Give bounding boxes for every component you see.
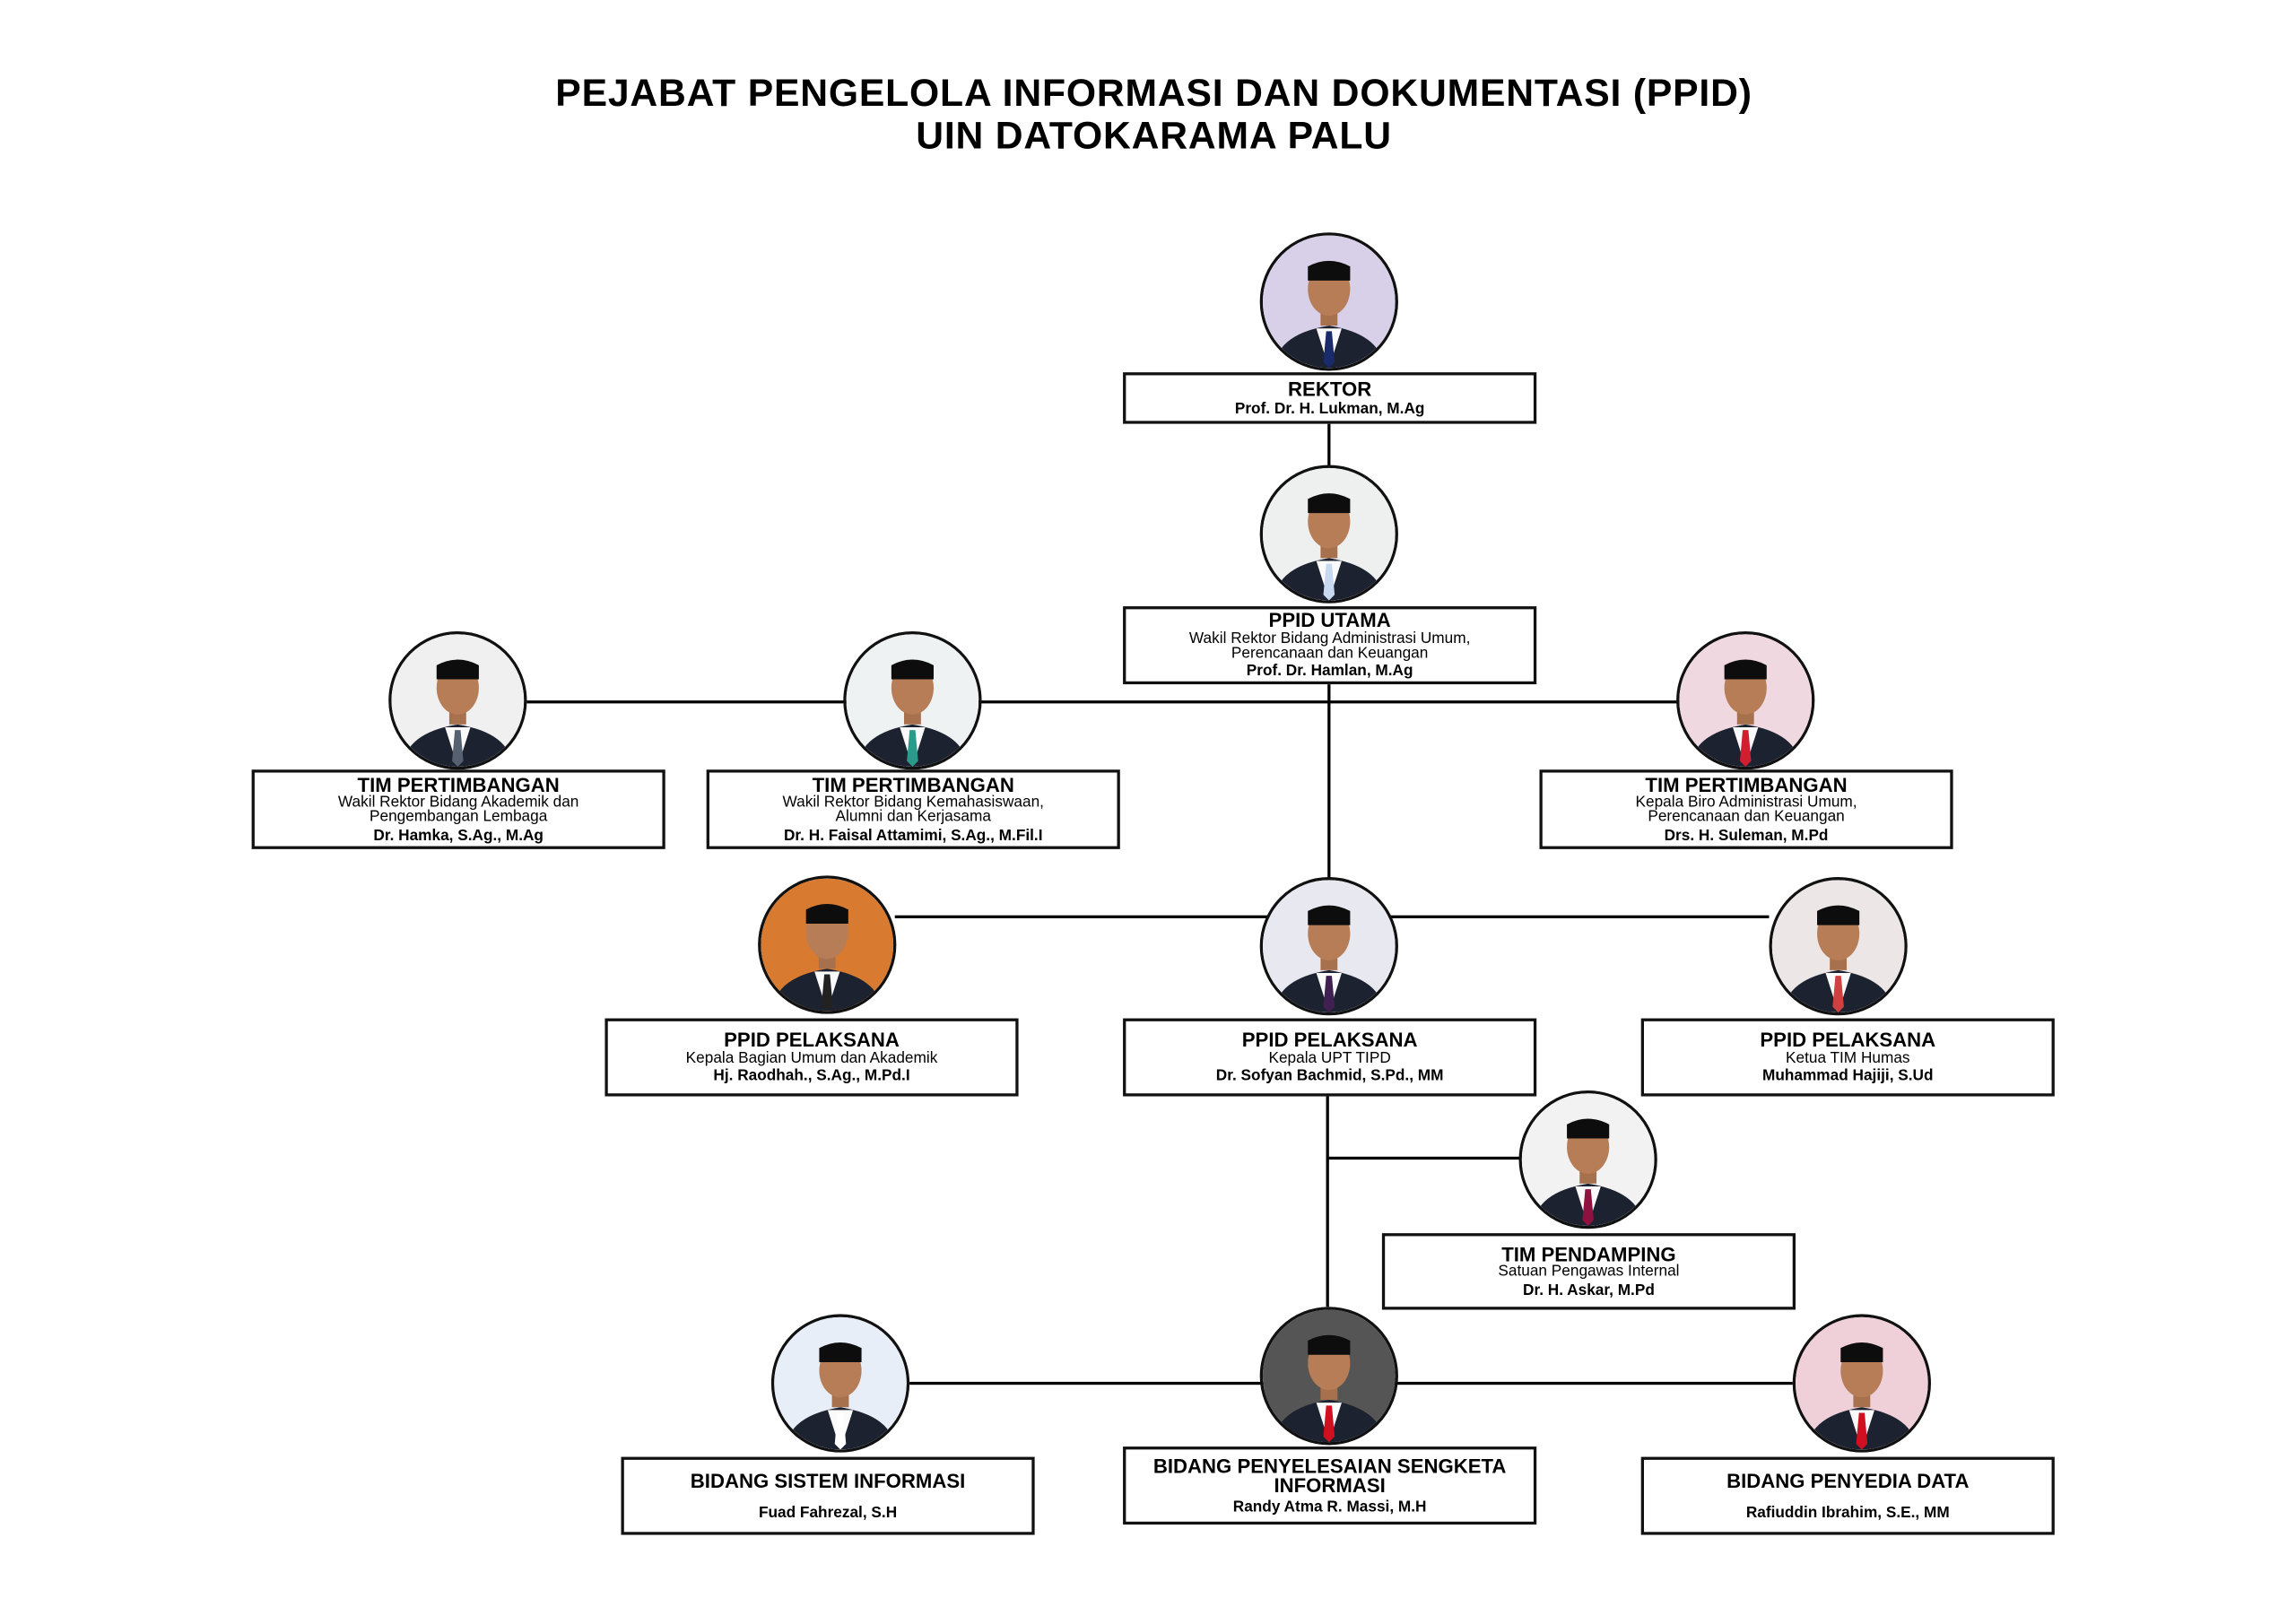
portrait-pp2 bbox=[1259, 877, 1398, 1016]
node-role: PPID UTAMA bbox=[1268, 609, 1391, 632]
portrait-tp2 bbox=[843, 630, 982, 770]
node-role: PPID PELAKSANA bbox=[724, 1029, 900, 1051]
node-person-name: Dr. Hamka, S.Ag., M.Ag bbox=[373, 827, 544, 845]
node-description: Kepala UPT TIPD bbox=[1268, 1048, 1391, 1066]
person-photo-icon bbox=[846, 634, 979, 767]
chart-title-line1: PEJABAT PENGELOLA INFORMASI DAN DOKUMENT… bbox=[555, 70, 1752, 115]
node-person-name: Dr. Sofyan Bachmid, S.Pd., MM bbox=[1215, 1067, 1444, 1086]
node-role: TIM PERTIMBANGAN bbox=[357, 773, 560, 796]
person-photo-icon bbox=[1796, 1316, 1928, 1450]
person-photo-icon bbox=[1262, 880, 1396, 1013]
node-box-b3: BIDANG PENYEDIA DATA Rafiuddin Ibrahim, S… bbox=[1640, 1456, 2055, 1535]
node-person-name: Prof. Dr. Hamlan, M.Ag bbox=[1246, 663, 1413, 681]
portrait-utama bbox=[1259, 465, 1398, 604]
connector bbox=[526, 700, 1682, 704]
portrait-tp1 bbox=[388, 630, 527, 770]
node-description: Kepala Biro Administrasi Umum, Perencana… bbox=[1635, 793, 1857, 826]
person-photo-icon bbox=[774, 1316, 907, 1450]
portrait-rektor bbox=[1259, 232, 1398, 371]
node-role: TIM PENDAMPING bbox=[1501, 1242, 1676, 1265]
person-photo-icon bbox=[761, 878, 894, 1012]
portrait-pendamping bbox=[1518, 1090, 1657, 1229]
node-description: Kepala Bagian Umum dan Akademik bbox=[685, 1048, 938, 1066]
person-photo-icon bbox=[391, 634, 525, 767]
node-role: TIM PERTIMBANGAN bbox=[1645, 773, 1848, 796]
node-description: Satuan Pengawas Internal bbox=[1498, 1263, 1680, 1281]
node-role: PPID PELAKSANA bbox=[1760, 1029, 1936, 1051]
connector bbox=[1326, 1156, 1521, 1160]
node-person-name: Randy Atma R. Massi, M.H bbox=[1232, 1498, 1427, 1516]
node-description: Wakil Rektor Bidang Administrasi Umum, P… bbox=[1188, 629, 1471, 662]
node-person-name: Rafiuddin Ibrahim, S.E., MM bbox=[1745, 1504, 1950, 1522]
node-role: BIDANG PENYEDIA DATA bbox=[1726, 1469, 1970, 1492]
node-description: Wakil Rektor Bidang Kemahasiswaan, Alumn… bbox=[782, 793, 1044, 826]
portrait-pp3 bbox=[1769, 877, 1908, 1016]
portrait-b2 bbox=[1259, 1307, 1398, 1446]
node-role: TIM PERTIMBANGAN bbox=[812, 773, 1014, 796]
person-photo-icon bbox=[1521, 1093, 1655, 1226]
node-role: BIDANG SISTEM INFORMASI bbox=[690, 1469, 966, 1492]
portrait-tp3 bbox=[1676, 630, 1815, 770]
node-description: Wakil Rektor Bidang Akademik dan Pengemb… bbox=[337, 793, 579, 826]
connector bbox=[1327, 423, 1331, 465]
node-description: Ketua TIM Humas bbox=[1785, 1048, 1910, 1066]
node-person-name: Drs. H. Suleman, M.Pd bbox=[1664, 827, 1829, 845]
node-person-name: Fuad Fahrezal, S.H bbox=[758, 1504, 898, 1522]
node-role: BIDANG PENYELESAIAN SENGKETA INFORMASI bbox=[1152, 1455, 1507, 1498]
connector bbox=[1326, 1096, 1329, 1307]
node-box-b1: BIDANG SISTEM INFORMASI Fuad Fahrezal, S.… bbox=[621, 1456, 1035, 1535]
connector bbox=[1327, 684, 1331, 879]
person-photo-icon bbox=[1679, 634, 1813, 767]
portrait-b1 bbox=[770, 1314, 910, 1453]
portrait-b3 bbox=[1792, 1314, 1931, 1453]
node-person-name: Prof. Dr. H. Lukman, M.Ag bbox=[1234, 400, 1425, 419]
portrait-pp1 bbox=[758, 875, 897, 1014]
node-role: REKTOR bbox=[1288, 377, 1372, 400]
node-person-name: Muhammad Hajiji, S.Ud bbox=[1761, 1067, 1934, 1086]
node-role: PPID PELAKSANA bbox=[1241, 1029, 1418, 1051]
person-photo-icon bbox=[1262, 235, 1396, 369]
node-person-name: Dr. H. Askar, M.Pd bbox=[1523, 1281, 1655, 1299]
person-photo-icon bbox=[1262, 1309, 1396, 1443]
person-photo-icon bbox=[1262, 467, 1396, 601]
person-photo-icon bbox=[1771, 880, 1905, 1013]
node-person-name: Dr. H. Faisal Attamimi, S.Ag., M.Fil.I bbox=[783, 827, 1043, 845]
chart-title-line2: UIN DATOKARAMA PALU bbox=[916, 113, 1392, 158]
node-person-name: Hj. Raodhah., S.Ag., M.Pd.I bbox=[713, 1067, 910, 1086]
